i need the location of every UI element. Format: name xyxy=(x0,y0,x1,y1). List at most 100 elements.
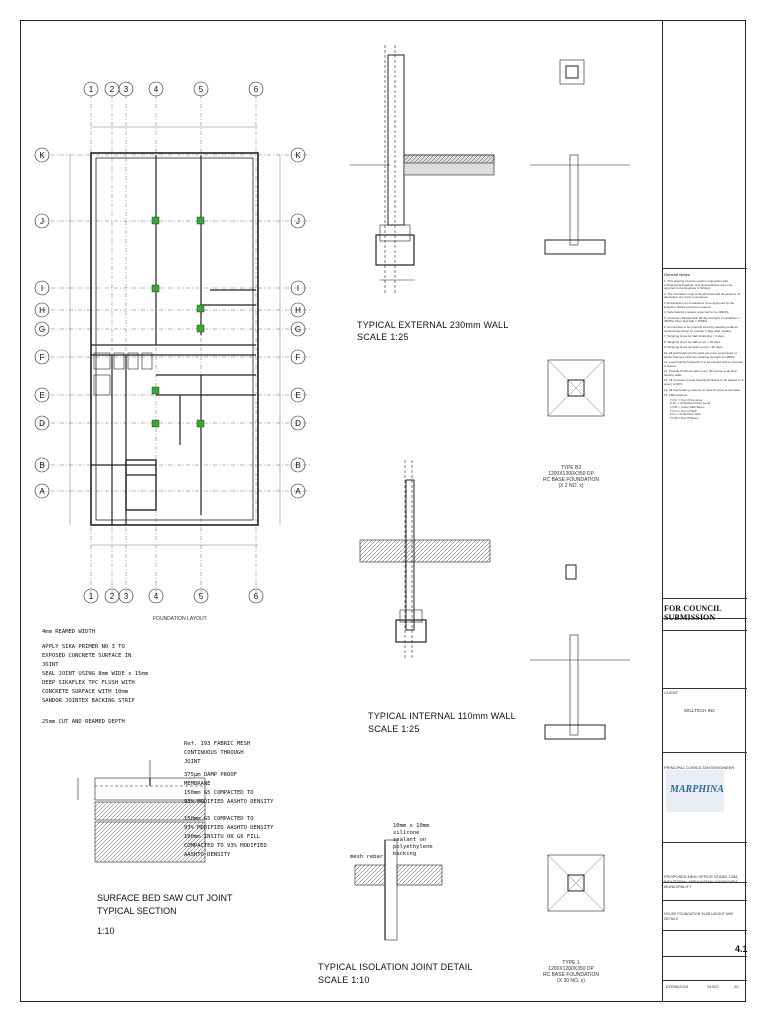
general-notes-title: General Notes xyxy=(664,272,690,277)
svg-text:H: H xyxy=(39,306,45,315)
base-desc: 1200X1200X350 DP xyxy=(548,471,594,477)
note-line: CONCRETE SURFACE WITH 10mm xyxy=(42,689,129,695)
note-line: EXPOSED CONCRETE SURFACE IN xyxy=(42,653,132,659)
grid-label: 3 xyxy=(124,592,129,601)
note-line: 150mm G5 COMPACTED TO xyxy=(184,816,254,822)
note-line: CONTINUOUS THROUGH xyxy=(184,750,244,756)
base-type: TYPE 1 xyxy=(562,960,580,966)
internal-wall-title: TYPICAL INTERNAL 110mm WALL xyxy=(368,711,516,721)
note-item: 12. Provide brickforce after every 4th c… xyxy=(664,369,737,377)
grid-bubble-left: K J I H G F E D B A xyxy=(34,147,50,499)
logo-text: MARPHINA xyxy=(670,784,724,795)
external-wall-scale: SCALE 1:25 xyxy=(357,332,409,342)
grid-label: 2 xyxy=(110,85,115,94)
note-item: 10. All load bearing brick walls are to … xyxy=(664,350,737,359)
note-item: 4. Safe bearing pressure assumed to be 1… xyxy=(664,310,730,315)
note-item: 2. The contractor must verify all levels… xyxy=(664,291,741,300)
grid-label: 5 xyxy=(199,592,204,601)
grid-label: 5 xyxy=(199,85,204,94)
saw-cut-notes-right: Ref. 193 FABRIC MESH CONTINUOUS THROUGH … xyxy=(184,740,324,860)
isolation-title: TYPICAL ISOLATION JOINT DETAIL xyxy=(318,962,473,972)
note-line: 93% MODIFIED AASHTO DENSITY xyxy=(184,825,274,831)
project-number: ATR06/2024 xyxy=(666,984,689,989)
svg-text:I: I xyxy=(41,284,43,293)
svg-text:I: I xyxy=(297,284,299,293)
sheet-number: S1002 xyxy=(707,984,719,989)
note-line: JOINT xyxy=(184,759,201,765)
note-item: T.O.B = Top Of Beam xyxy=(670,415,699,420)
svg-text:G: G xyxy=(39,325,45,334)
note-line: 150mm G5 COMPACTED TO xyxy=(184,790,254,796)
isolation-scale: SCALE 1:10 xyxy=(318,975,370,985)
svg-text:K: K xyxy=(295,151,301,160)
grid-label: 6 xyxy=(254,85,259,94)
svg-text:E: E xyxy=(39,391,44,400)
base-desc2: RC BASE FOUNDATION xyxy=(542,477,600,483)
note-item: T.O.F = Top Of Concrete xyxy=(670,397,703,402)
drawing-title: HOUSE FOUNDATION SLAB LAYOUT AND DETAILS xyxy=(664,912,734,921)
svg-text:A: A xyxy=(39,487,45,496)
grid-label: 2 xyxy=(110,592,115,601)
isolation-notes: 10mm x 10mm silicone sealant on polyethy… xyxy=(393,823,433,858)
note-line: MEMBRANE xyxy=(184,781,211,787)
base-b2-label: TYPE B2 1200X1200X350 DP RC BASE FOUNDAT… xyxy=(536,465,606,489)
grid-label: 6 xyxy=(254,592,259,601)
external-wall-title: TYPICAL EXTERNAL 230mm WALL xyxy=(357,320,509,330)
external-wall-detail xyxy=(350,45,495,295)
foundation-layout-plan: 1 2 3 4 5 6 1 2 3 4 5 6 K J I H G F xyxy=(34,81,312,604)
note-item: 1. This drawing must be read in conjunct… xyxy=(664,279,733,291)
grid-bubble-bottom: 1 2 3 4 5 6 xyxy=(83,588,264,604)
svg-text:A: A xyxy=(295,487,301,496)
grid-label: 4 xyxy=(154,85,159,94)
note-line: 4mm REAMED WIDTH xyxy=(42,629,95,635)
note-line: 375µm DAMP PROOF xyxy=(184,772,237,778)
client-name: WILLTECH INC xyxy=(684,708,716,713)
note-item: 6. All concrete to be properly cured by … xyxy=(664,324,738,333)
consultant-label: PRINCIPAL CONSULTANT/ENGINEER xyxy=(664,765,735,770)
consultant-logo: MARPHINA xyxy=(666,770,724,812)
svg-text:E: E xyxy=(295,391,300,400)
svg-text:F: F xyxy=(296,353,301,362)
note-item: 3. Excavations for foundations to be app… xyxy=(664,300,735,309)
saw-cut-subtitle: TYPICAL SECTION xyxy=(97,906,177,916)
saw-cut-section xyxy=(77,760,206,863)
isolation-mesh-label: mesh rebar xyxy=(350,854,384,860)
note-line: DEEP SIKAFLEX TPC FLUSH WITH xyxy=(42,680,135,686)
base-type1-label: TYPE 1 1200X1200X350 DP RC BASE FOUNDATI… xyxy=(536,960,606,984)
title-block xyxy=(662,20,747,1002)
saw-cut-notes-left: 4mm REAMED WIDTH APPLY SIKA PRIMER NO 3 … xyxy=(42,628,162,727)
note-item: 14. All load bearing masonry to have its… xyxy=(664,387,741,392)
note-line: 100mm INSITU OR G6 FILL xyxy=(184,834,261,840)
internal-wall-scale: SCALE 1:25 xyxy=(368,724,420,734)
grid-bubble-right: K J I H G F E D B A xyxy=(290,147,306,499)
grid-label: 3 xyxy=(124,85,129,94)
project-title: PROPOSED NEW OFFICE STAND 1384, INDUSTRI… xyxy=(664,874,739,889)
note-line: JOINT xyxy=(42,662,59,668)
note-line: SEAL JOINT USING 8mm WIDE x 15mm xyxy=(42,671,148,677)
svg-text:F: F xyxy=(40,353,45,362)
client-label: CLIENT xyxy=(664,690,679,695)
grid-bubble-top: 1 2 3 4 5 6 xyxy=(83,81,264,97)
saw-cut-scale: 1:10 xyxy=(97,926,115,936)
note-line: sealant on xyxy=(393,837,427,843)
svg-text:K: K xyxy=(39,151,45,160)
svg-text:J: J xyxy=(296,217,300,226)
grid-label: 1 xyxy=(89,85,94,94)
general-notes: 1. This drawing must be read in conjunct… xyxy=(664,279,744,420)
svg-text:B: B xyxy=(39,461,44,470)
council-submission-title: FOR COUNCIL SUBMISSION xyxy=(664,604,722,622)
note-item: 8. Stripping times for slab props = 28 d… xyxy=(664,339,721,344)
base-qty: (X 30 NO. x) xyxy=(557,978,585,984)
svg-text:G: G xyxy=(295,325,301,334)
note-line: 25mm CUT AND REAMED DEPTH xyxy=(42,719,125,725)
base-desc: 1200X1200X350 DP xyxy=(548,966,594,972)
note-line: polyethylene xyxy=(393,844,433,850)
svg-text:D: D xyxy=(39,419,45,428)
grid-label: 1 xyxy=(89,592,94,601)
base-details-column xyxy=(530,59,630,912)
base-desc2: RC BASE FOUNDATION xyxy=(542,972,600,978)
internal-wall-detail xyxy=(359,460,491,660)
svg-text:H: H xyxy=(295,306,301,315)
note-line: APPLY SIKA PRIMER NO 3 TO xyxy=(42,644,125,650)
